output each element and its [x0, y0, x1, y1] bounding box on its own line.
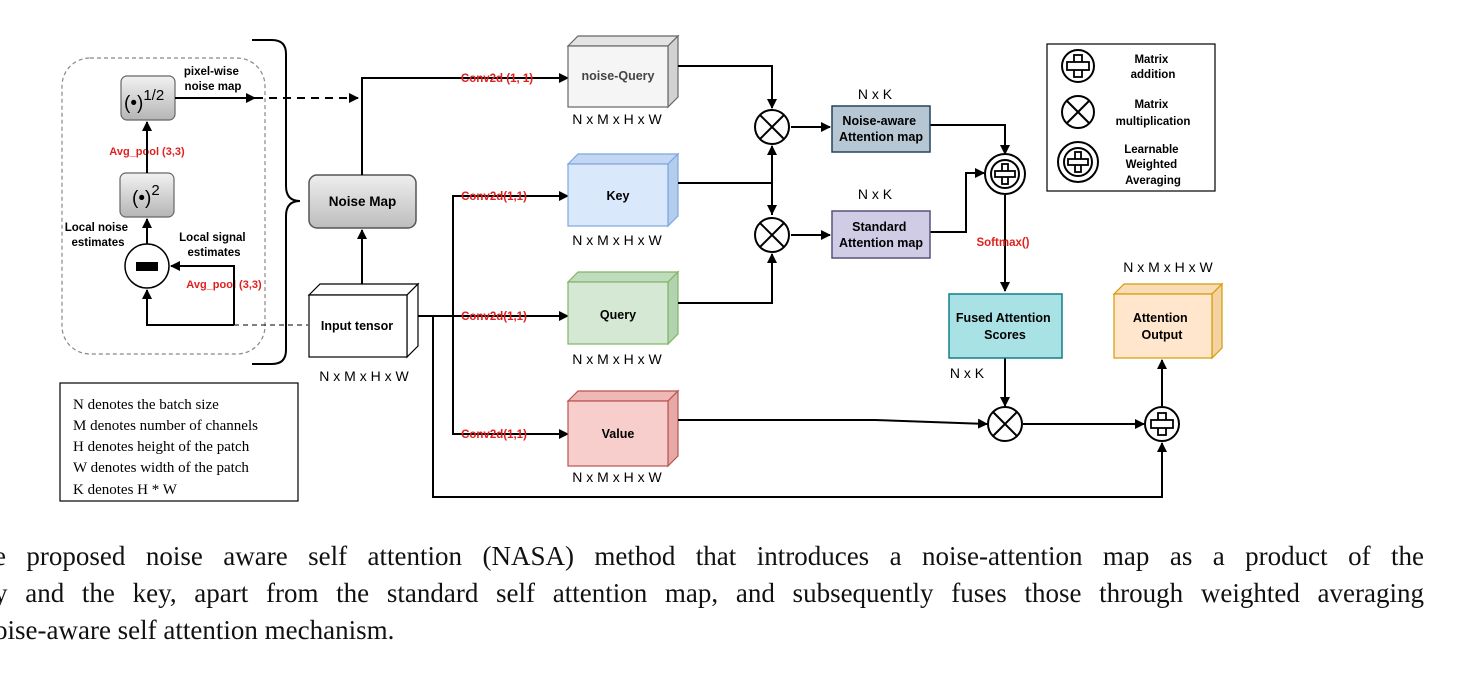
- curly-brace: [252, 39, 301, 365]
- legend: Matrix addition Matrix multiplication Le…: [1046, 43, 1216, 192]
- query-dims: N x M x H x W: [572, 351, 662, 367]
- noise-aware-dims: N x K: [858, 86, 893, 102]
- noise-query-block: noise-Query: [566, 34, 680, 109]
- key-dims: N x M x H x W: [572, 232, 662, 248]
- local-signal-estimates-label: Local signal estimates: [179, 232, 249, 259]
- legend-weighted-averaging-label: Learnable Weighted Averaging: [1124, 144, 1182, 187]
- key-block: Key: [566, 152, 680, 228]
- caption-line-2: y and the key, apart from the standard s…: [0, 578, 1424, 608]
- local-branch-arrows: [142, 93, 256, 326]
- legend-multiplication-icon: [1061, 95, 1095, 129]
- weighted-averaging-node: [984, 153, 1026, 195]
- attention-output-dims: N x M x H x W: [1123, 259, 1213, 275]
- standard-attention-map: Standard Attention map: [831, 210, 931, 259]
- input-tensor-dims: N x M x H x W: [319, 368, 409, 384]
- fused-attention-scores: Fused Attention Scores: [948, 293, 1063, 359]
- square-exponent: 2: [151, 182, 159, 199]
- softmax-label: Softmax(): [976, 237, 1029, 249]
- caption-line-3: oise-aware self attention mechanism.: [0, 615, 395, 645]
- input-tensor-label: Input tensor: [321, 319, 393, 333]
- fused-dims: N x K: [950, 365, 985, 381]
- notation-box: N denotes the batch size M denotes numbe…: [59, 382, 299, 502]
- value-label: Value: [602, 427, 635, 441]
- noise-query-dims: N x M x H x W: [572, 111, 662, 127]
- local-noise-estimates-label: Local noise estimates: [65, 222, 131, 249]
- pixel-wise-noise-map-label: pixel-wise noise map: [184, 66, 242, 93]
- figure-caption: e proposed noise aware self attention (N…: [0, 538, 1424, 649]
- legend-addition-label: Matrix addition: [1131, 54, 1176, 81]
- sqrt-label: (•): [124, 93, 143, 114]
- legend-multiplication-label: Matrix multiplication: [1116, 99, 1191, 128]
- square-block: (•)2: [119, 172, 175, 218]
- conv-noise-query-label: Conv2d (1, 1): [461, 73, 533, 85]
- caption-line-1: e proposed noise aware self attention (N…: [0, 541, 1424, 571]
- conv-key-label: Conv2d(1,1): [461, 191, 527, 203]
- svg-text:(•)2: (•)2: [132, 182, 160, 209]
- notation-lines: N denotes the batch size M denotes numbe…: [73, 397, 262, 498]
- noise-query-label: noise-Query: [582, 69, 655, 83]
- sqrt-exponent: 1/2: [143, 87, 164, 104]
- subtraction-node: [124, 243, 170, 289]
- addition-node: [1144, 406, 1180, 442]
- value-dims: N x M x H x W: [572, 469, 662, 485]
- svg-text:Fused Attention Scores: Fused Attention Scores: [956, 311, 1054, 342]
- avg-pool-bottom-label: Avg_pool (3,3): [186, 279, 262, 291]
- attention-output-block: Attention Output: [1112, 282, 1224, 360]
- input-tensor-block: Input tensor: [307, 282, 420, 359]
- standard-dims: N x K: [858, 186, 893, 202]
- input-arrows: [357, 73, 1167, 498]
- key-label: Key: [607, 189, 630, 203]
- svg-text:Attention Output: Attention Output: [1133, 311, 1191, 342]
- multiply-node-noise: [754, 109, 790, 145]
- noise-map-label: Noise Map: [329, 194, 397, 209]
- value-block: Value: [566, 389, 680, 468]
- square-label: (•): [132, 188, 151, 209]
- legend-weighted-averaging-icon: [1057, 141, 1099, 183]
- local-estimation-group: [61, 57, 266, 355]
- svg-text:(•)1/2: (•)1/2: [124, 87, 164, 114]
- svg-text:Standard Attention map: Standard Attention map: [839, 220, 923, 250]
- svg-text:Noise-aware Attention ma: Noise-aware Attention map: [839, 114, 923, 144]
- multiply-node-value: [987, 406, 1023, 442]
- conv-value-label: Conv2d(1,1): [461, 429, 527, 441]
- noise-aware-attention-map: Noise-aware Attention map: [831, 105, 931, 153]
- noise-map-block: Noise Map: [308, 174, 417, 229]
- conv-query-label: Conv2d(1,1): [461, 311, 527, 323]
- sqrt-block: (•)1/2: [120, 75, 176, 121]
- query-label: Query: [600, 308, 636, 322]
- query-block: Query: [566, 270, 680, 346]
- attention-arrows: [678, 65, 1167, 429]
- legend-addition-icon: [1061, 49, 1095, 83]
- multiply-node-standard: [754, 217, 790, 253]
